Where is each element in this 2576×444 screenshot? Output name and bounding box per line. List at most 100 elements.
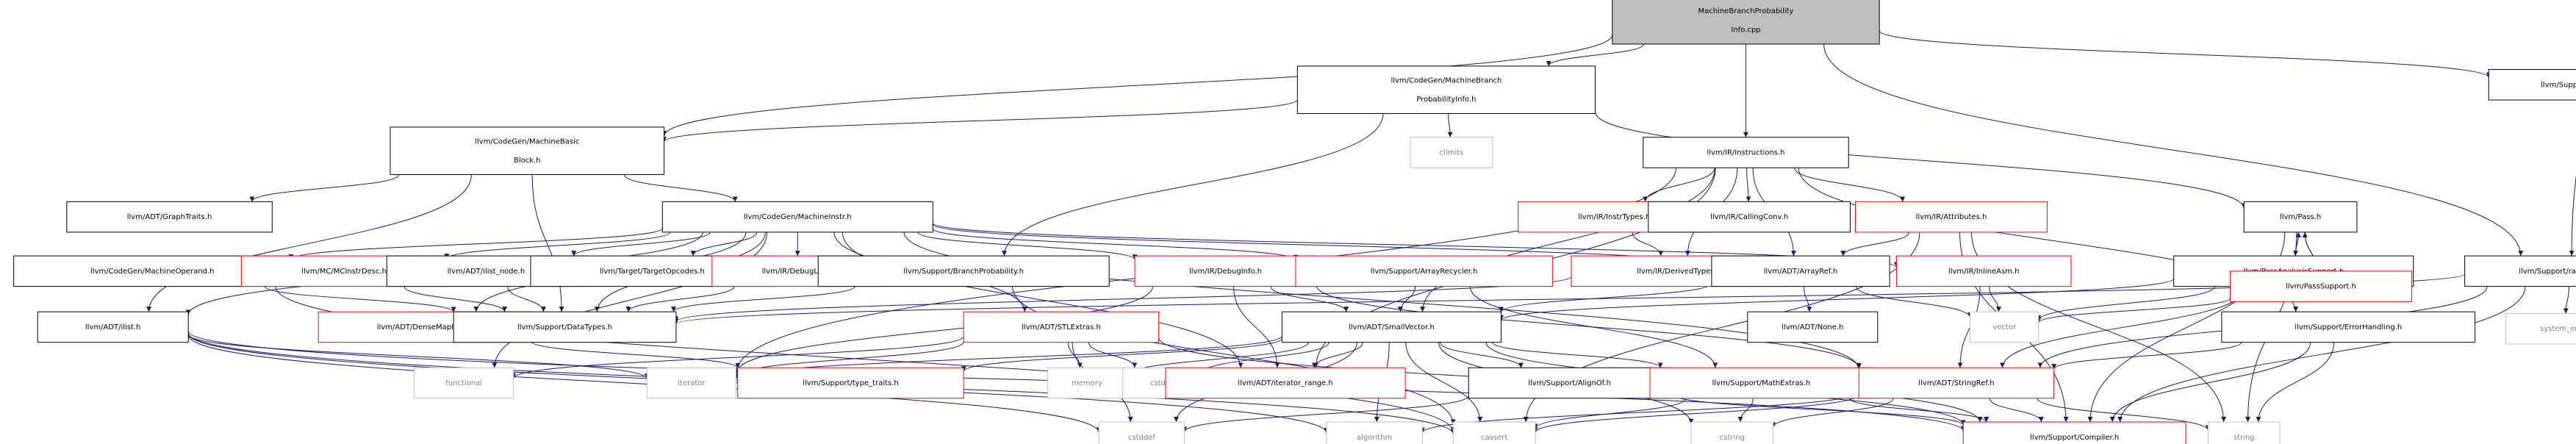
edge-arrayref_h-to-vector [1856,286,1973,318]
node-box [453,311,677,343]
edge-passanalysis_h-to-stringref_h [2000,286,2248,368]
node-stringref_h[interactable]: llvm/ADT/StringRef.h [1858,367,2055,399]
node-box [2207,421,2281,444]
edge-errorhandling_h-to-stringref_h [2051,342,2242,370]
edge-mbb_h-to-datatypes_h [531,174,564,312]
node-label: llvm/Support/ArrayRecycler.h [1371,268,1478,276]
edge-stringref_h-to-cstring [1770,398,1894,428]
node-box [1452,421,1536,444]
node-label: climits [1440,148,1464,157]
node-label: memory [1072,379,1102,387]
node-box [414,367,514,399]
node-box [2243,201,2358,233]
node-type_traits_h[interactable]: llvm/Support/type_traits.h [737,367,964,399]
edge-smallvector_h-to-cassert [1405,342,1483,423]
node-box [2221,311,2476,343]
node-label: llvm/Support/AlignOf.h [1528,379,1611,387]
node-errorhandling_h[interactable]: llvm/Support/ErrorHandling.h [2221,311,2476,343]
edge-ilist_h-to-cstddef [187,334,1102,433]
edge-mbpi_h-to-branchprob_h [1001,113,1384,257]
node-label: string [2234,434,2255,442]
edge-mbpi_h-to-climits [1447,113,1453,137]
edge-instructions_h-to-errorhandling_h [1798,168,2299,312]
node-label: llvm/PassSupport.h [2286,283,2356,291]
node-climits: climits [1410,137,1493,168]
node-ilist_h[interactable]: llvm/ADT/ilist.h [37,311,189,343]
node-compiler_h[interactable]: llvm/Support/Compiler.h [1962,421,2186,444]
node-inlineasm_h[interactable]: llvm/IR/InlineAsm.h [1895,255,2072,287]
node-box [1648,201,1851,233]
node-cassert: cassert [1452,421,1536,444]
node-machineinstr_h[interactable]: llvm/CodeGen/MachineInstr.h [661,201,933,233]
node-label: llvm/ADT/STLExtras.h [1022,323,1101,332]
node-label: llvm/ADT/SmallVector.h [1349,323,1435,332]
edge-machineinstr_h-to-ilist_node_h [571,232,711,257]
node-debug_h[interactable]: llvm/Support/Debug.h [2488,69,2576,101]
node-attributes_h[interactable]: llvm/IR/Attributes.h [1855,201,2048,233]
node-pass_h[interactable]: llvm/Pass.h [2243,201,2358,233]
node-stlextras_h[interactable]: llvm/ADT/STLExtras.h [963,311,1160,343]
node-box [1134,255,1317,287]
node-label: llvm/IR/DebugLoc.h [762,268,833,276]
node-label: llvm/IR/CallingConv.h [1710,213,1788,221]
node-box [2505,312,2576,345]
node-label: llvm/ADT/ilist_node.h [448,268,525,276]
edge-debug_h-to-raw_ostream_h [2569,174,2576,257]
node-callingconv_h[interactable]: llvm/IR/CallingConv.h [1648,201,1851,233]
node-branchprob_h[interactable]: llvm/Support/BranchProbability.h [817,255,1110,287]
node-box [1296,65,1596,114]
node-none_h[interactable]: llvm/ADT/None.h [1747,311,1879,343]
node-label: iterator [678,379,706,387]
node-mathextras_h[interactable]: llvm/Support/MathExtras.h [1649,367,1873,399]
node-box [1165,367,1406,399]
node-mbpi_h[interactable]: llvm/CodeGen/MachineBranchProbabilityInf… [1296,65,1596,114]
edge-arrayrecycler_h-to-smallvector_h [1397,286,1416,312]
edge-root-to-raw_ostream_h [1823,43,2524,257]
edge-debuginfo_h-to-smallvector_h [1270,286,1349,312]
node-label: llvm/ADT/iterator_range.h [1238,379,1332,387]
edge-mcinstrdesc_h-to-datatypes_h [403,286,508,312]
node-iterator_range_h[interactable]: llvm/ADT/iterator_range.h [1165,367,1406,399]
edge-smallvector_h-to-iterator_range_h [1311,342,1363,368]
node-label: llvm/IR/Instructions.h [1707,148,1784,157]
node-raw_ostream_h[interactable]: llvm/Support/raw_ostream.h [2464,255,2576,287]
node-label: llvm/IR/Attributes.h [1916,213,1987,221]
node-smallvector_h[interactable]: llvm/ADT/SmallVector.h [1281,311,1502,343]
node-box [66,201,273,233]
edge-root-to-mbb_h [661,35,1613,137]
node-datatypes_h[interactable]: llvm/Support/DataTypes.h [453,311,677,343]
edge-smallvector_h-to-alignof_h [1439,342,1524,368]
node-box [1962,421,2186,444]
node-label: MachineBranchProbability [1698,7,1793,15]
node-alignof_h[interactable]: llvm/Support/AlignOf.h [1468,367,1671,399]
node-label: llvm/ADT/ilist.h [85,323,141,332]
node-instructions_h[interactable]: llvm/IR/Instructions.h [1643,137,1849,168]
node-debuginfo_h[interactable]: llvm/IR/DebugInfo.h [1134,255,1317,287]
edge-machineinstr_h-to-machineoperand_h [288,228,663,260]
edge-root-to-debug_h [1879,30,2491,78]
node-arrayref_h[interactable]: llvm/ADT/ArrayRef.h [1711,255,1890,287]
node-box [737,367,964,399]
node-algorithm: algorithm [1326,421,1423,444]
node-vector: vector [1970,311,2039,343]
node-box [817,255,1110,287]
edge-alignof_h-to-cstddef [1182,395,1469,432]
node-box [1970,311,2039,343]
edge-stringref_h-to-cassert [1532,394,1859,433]
node-label: ProbabilityInfo.h [1416,96,1476,104]
node-label: llvm/Support/BranchProbability.h [903,268,1024,276]
node-label: llvm/MC/MCInstrDesc.h [301,268,387,276]
edge-root-to-mbpi_h [1546,43,1644,67]
node-passsupport_h[interactable]: llvm/PassSupport.h [2230,271,2412,302]
edge-mathextras_h-to-compiler_h [1848,398,1990,423]
edge-instructions_h-to-instrtypes_h [1643,168,1715,202]
edge-instrtypes_h-to-derivedtypes_h [1632,232,1664,257]
edge-attributes_h-to-arrayref_h [1840,232,1909,257]
node-functional: functional [414,367,514,399]
node-arrayrecycler_h[interactable]: llvm/Support/ArrayRecycler.h [1295,255,1553,287]
node-graphtraits_h[interactable]: llvm/ADT/GraphTraits.h [66,201,273,233]
node-label: llvm/CodeGen/MachineOperand.h [90,268,214,276]
